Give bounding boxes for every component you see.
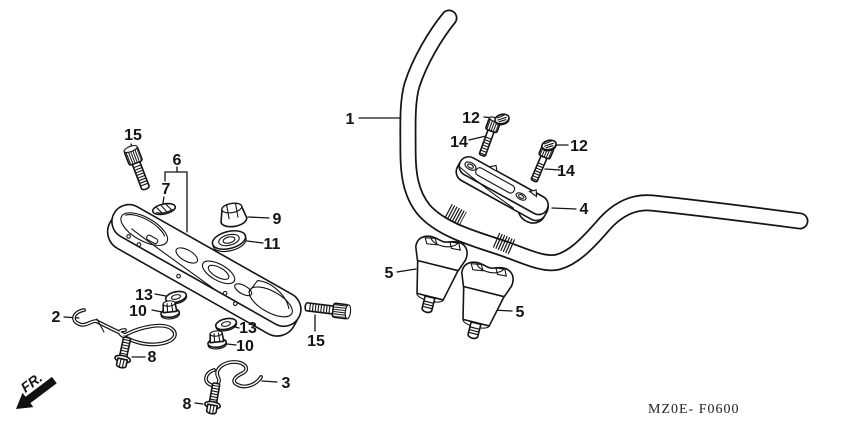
top-bridge xyxy=(106,203,302,337)
callout-14-left: 14 xyxy=(450,134,468,151)
washer-11 xyxy=(211,229,247,253)
bolt-14-left xyxy=(478,116,502,157)
callout-9: 9 xyxy=(273,211,282,228)
fr-arrow: FR. xyxy=(16,369,57,409)
callout-15-right: 15 xyxy=(307,333,325,350)
upper-holder xyxy=(455,155,549,224)
diagram-code: MZ0E- F0600 xyxy=(648,402,740,417)
callout-10-upper: 10 xyxy=(129,303,147,320)
knurl-band-left xyxy=(444,203,467,227)
callout-5-left: 5 xyxy=(385,265,394,282)
riser-right xyxy=(460,261,514,340)
callout-5-right: 5 xyxy=(516,304,525,321)
fr-arrow-icon xyxy=(16,376,57,409)
knurl-band-right xyxy=(492,232,516,255)
callout-14-right: 14 xyxy=(557,163,575,180)
callouts: 15 6 7 9 11 13 10 2 8 13 10 3 8 15 1 12 … xyxy=(52,110,589,413)
spring-clip-7 xyxy=(151,202,177,216)
callout-12-right: 12 xyxy=(570,138,588,155)
callout-11: 11 xyxy=(264,236,281,253)
callout-15-left: 15 xyxy=(124,127,142,144)
callout-10-lower: 10 xyxy=(236,338,254,355)
handlebar-body xyxy=(401,11,807,270)
bolt-8-left xyxy=(114,336,132,369)
callout-1: 1 xyxy=(346,111,355,128)
bolt-15-right xyxy=(304,302,352,320)
callout-6: 6 xyxy=(173,152,182,169)
callout-13-lower: 13 xyxy=(239,320,257,337)
washer-13-lower xyxy=(214,317,238,332)
callout-13-upper: 13 xyxy=(135,287,153,304)
callout-12-left: 12 xyxy=(462,110,480,127)
bolt-15-left xyxy=(123,144,150,191)
callout-4: 4 xyxy=(580,201,589,218)
callout-8-bottom: 8 xyxy=(183,396,192,413)
bolt-8-bottom xyxy=(204,382,222,415)
leader-lines xyxy=(63,116,577,405)
riser-left xyxy=(414,235,468,314)
callout-3: 3 xyxy=(282,375,291,392)
cap-12-left xyxy=(494,113,510,126)
nut-10-upper xyxy=(160,300,181,320)
nut-10-lower xyxy=(207,330,228,350)
handlebar xyxy=(399,9,809,272)
callout-2: 2 xyxy=(52,309,61,326)
cap-12-right xyxy=(541,139,557,152)
cap-nut-9 xyxy=(220,202,248,228)
cable-guide-3 xyxy=(204,360,263,389)
callout-8-left: 8 xyxy=(148,349,157,366)
callout-7: 7 xyxy=(162,181,171,198)
